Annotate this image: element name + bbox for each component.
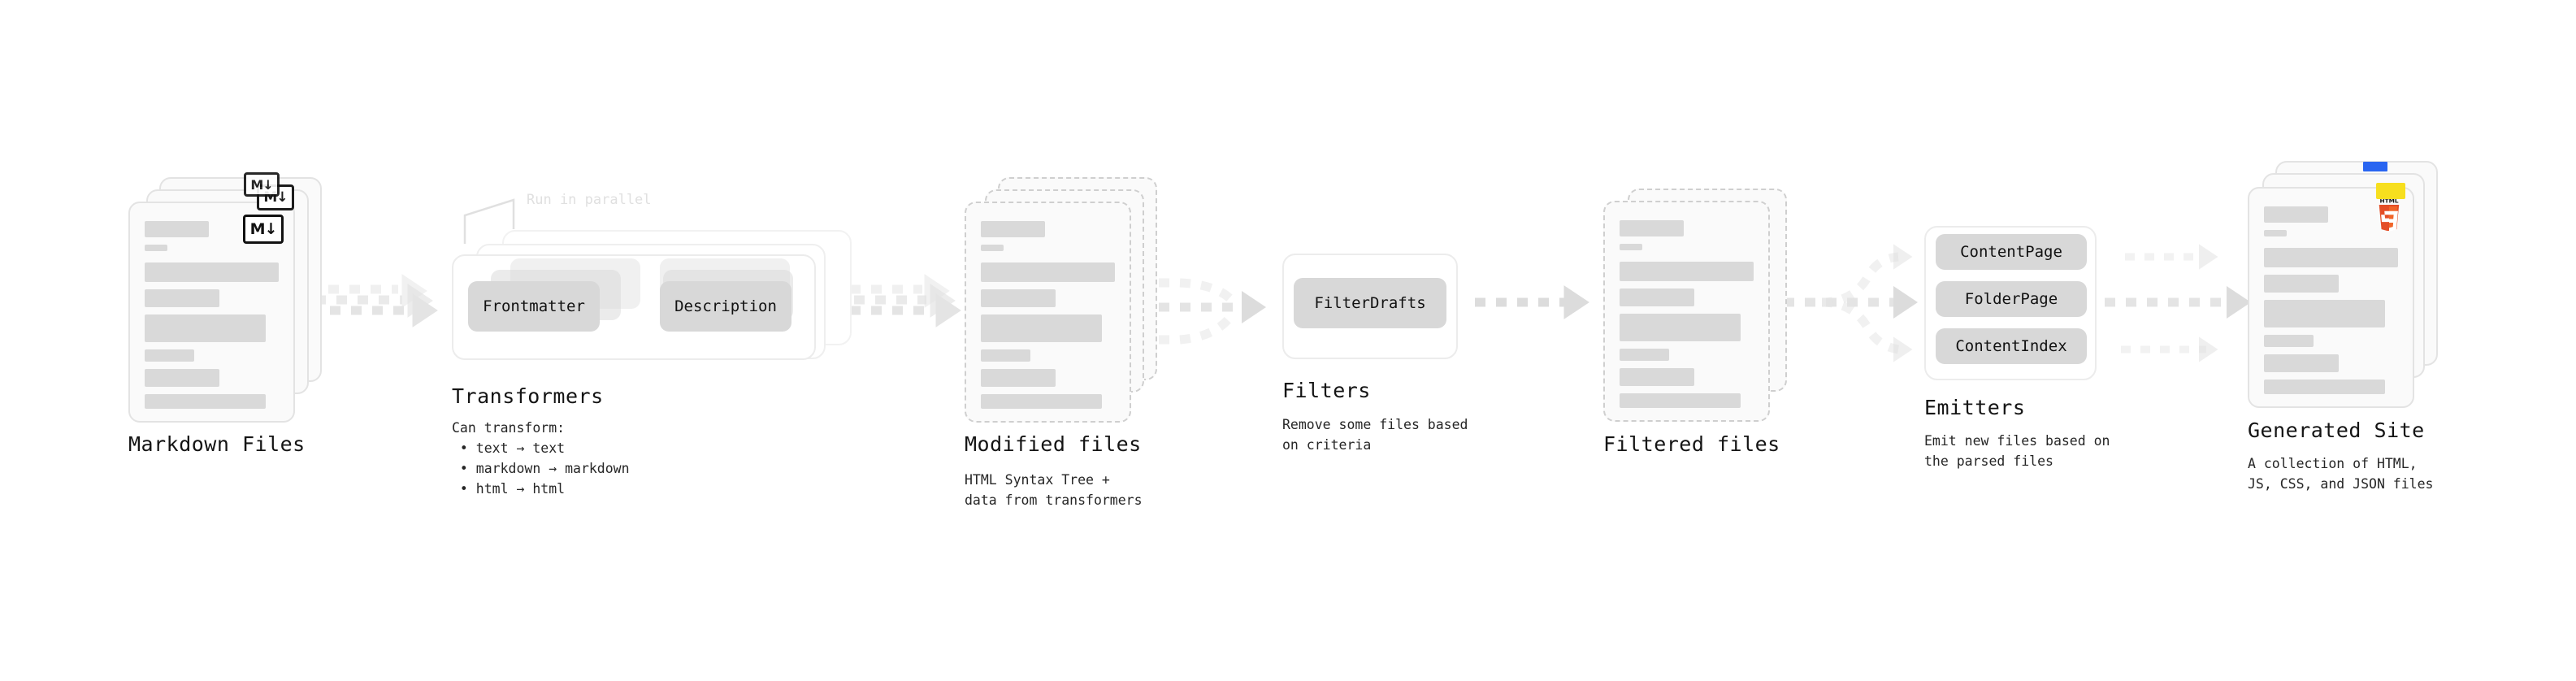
run-in-parallel-label: Run in parallel: [527, 192, 652, 208]
transformer-chip-description[interactable]: Description: [660, 281, 791, 332]
transformer-chip-frontmatter[interactable]: Frontmatter: [468, 281, 600, 332]
filter-chip-filterdrafts[interactable]: FilterDrafts: [1294, 278, 1446, 328]
connector-md-to-transformers: [307, 274, 438, 327]
stage-title-markdown-files: Markdown Files: [128, 432, 306, 456]
stage-title-modified-files: Modified files: [965, 432, 1142, 456]
arrowhead-group-emitters: [1893, 244, 1918, 362]
css-logo-icon: [2363, 162, 2387, 171]
placeholder-lines: [1620, 220, 1754, 415]
stage-subtitle-filters: Remove some files based on criteria: [1282, 417, 1468, 453]
html5-logo-icon: HTML: [2379, 198, 2400, 231]
stage-title-transformers: Transformers: [452, 384, 604, 408]
stage-title-filters: Filters: [1282, 379, 1371, 402]
stage-title-filtered-files: Filtered files: [1603, 432, 1780, 456]
stage-title-emitters: Emitters: [1924, 396, 2026, 419]
modified-card-front[interactable]: [965, 202, 1131, 423]
emitter-chip-contentindex[interactable]: ContentIndex: [1936, 328, 2087, 364]
site-card-front[interactable]: HTML: [2248, 187, 2414, 408]
stage-subtitle-generated-site: A collection of HTML, JS, CSS, and JSON …: [2248, 456, 2434, 492]
markdown-logo-icon: M↓: [243, 215, 284, 244]
stage-title-generated-site: Generated Site: [2248, 419, 2425, 442]
connector-emitters-to-site: [2105, 253, 2227, 354]
markdown-logo-icon-back-2: M↓: [244, 172, 280, 197]
emitter-chip-contentpage[interactable]: ContentPage: [1936, 234, 2087, 270]
placeholder-lines: [145, 221, 279, 416]
svg-text:HTML: HTML: [2380, 198, 2399, 204]
connector-filters-to-filtered: [1475, 285, 1589, 319]
stage-subtitle-modified-files: HTML Syntax Tree + data from transformer…: [965, 472, 1143, 509]
javascript-logo-icon: [2376, 183, 2405, 199]
arrowhead: [1242, 291, 1266, 323]
markdown-card-front[interactable]: M↓: [128, 202, 295, 423]
placeholder-lines: [2264, 206, 2398, 401]
emitter-chip-folderpage[interactable]: FolderPage: [1936, 281, 2087, 317]
stage-subtitle-transformers: Can transform: • text → text • markdown …: [452, 420, 630, 497]
stage-subtitle-emitters: Emit new files based on the parsed files: [1924, 433, 2110, 470]
arrowhead-group-site: [2199, 244, 2251, 362]
connector-filtered-to-emitters: [1784, 252, 1900, 354]
placeholder-lines: [981, 221, 1115, 416]
filtered-card-front[interactable]: [1603, 201, 1770, 422]
